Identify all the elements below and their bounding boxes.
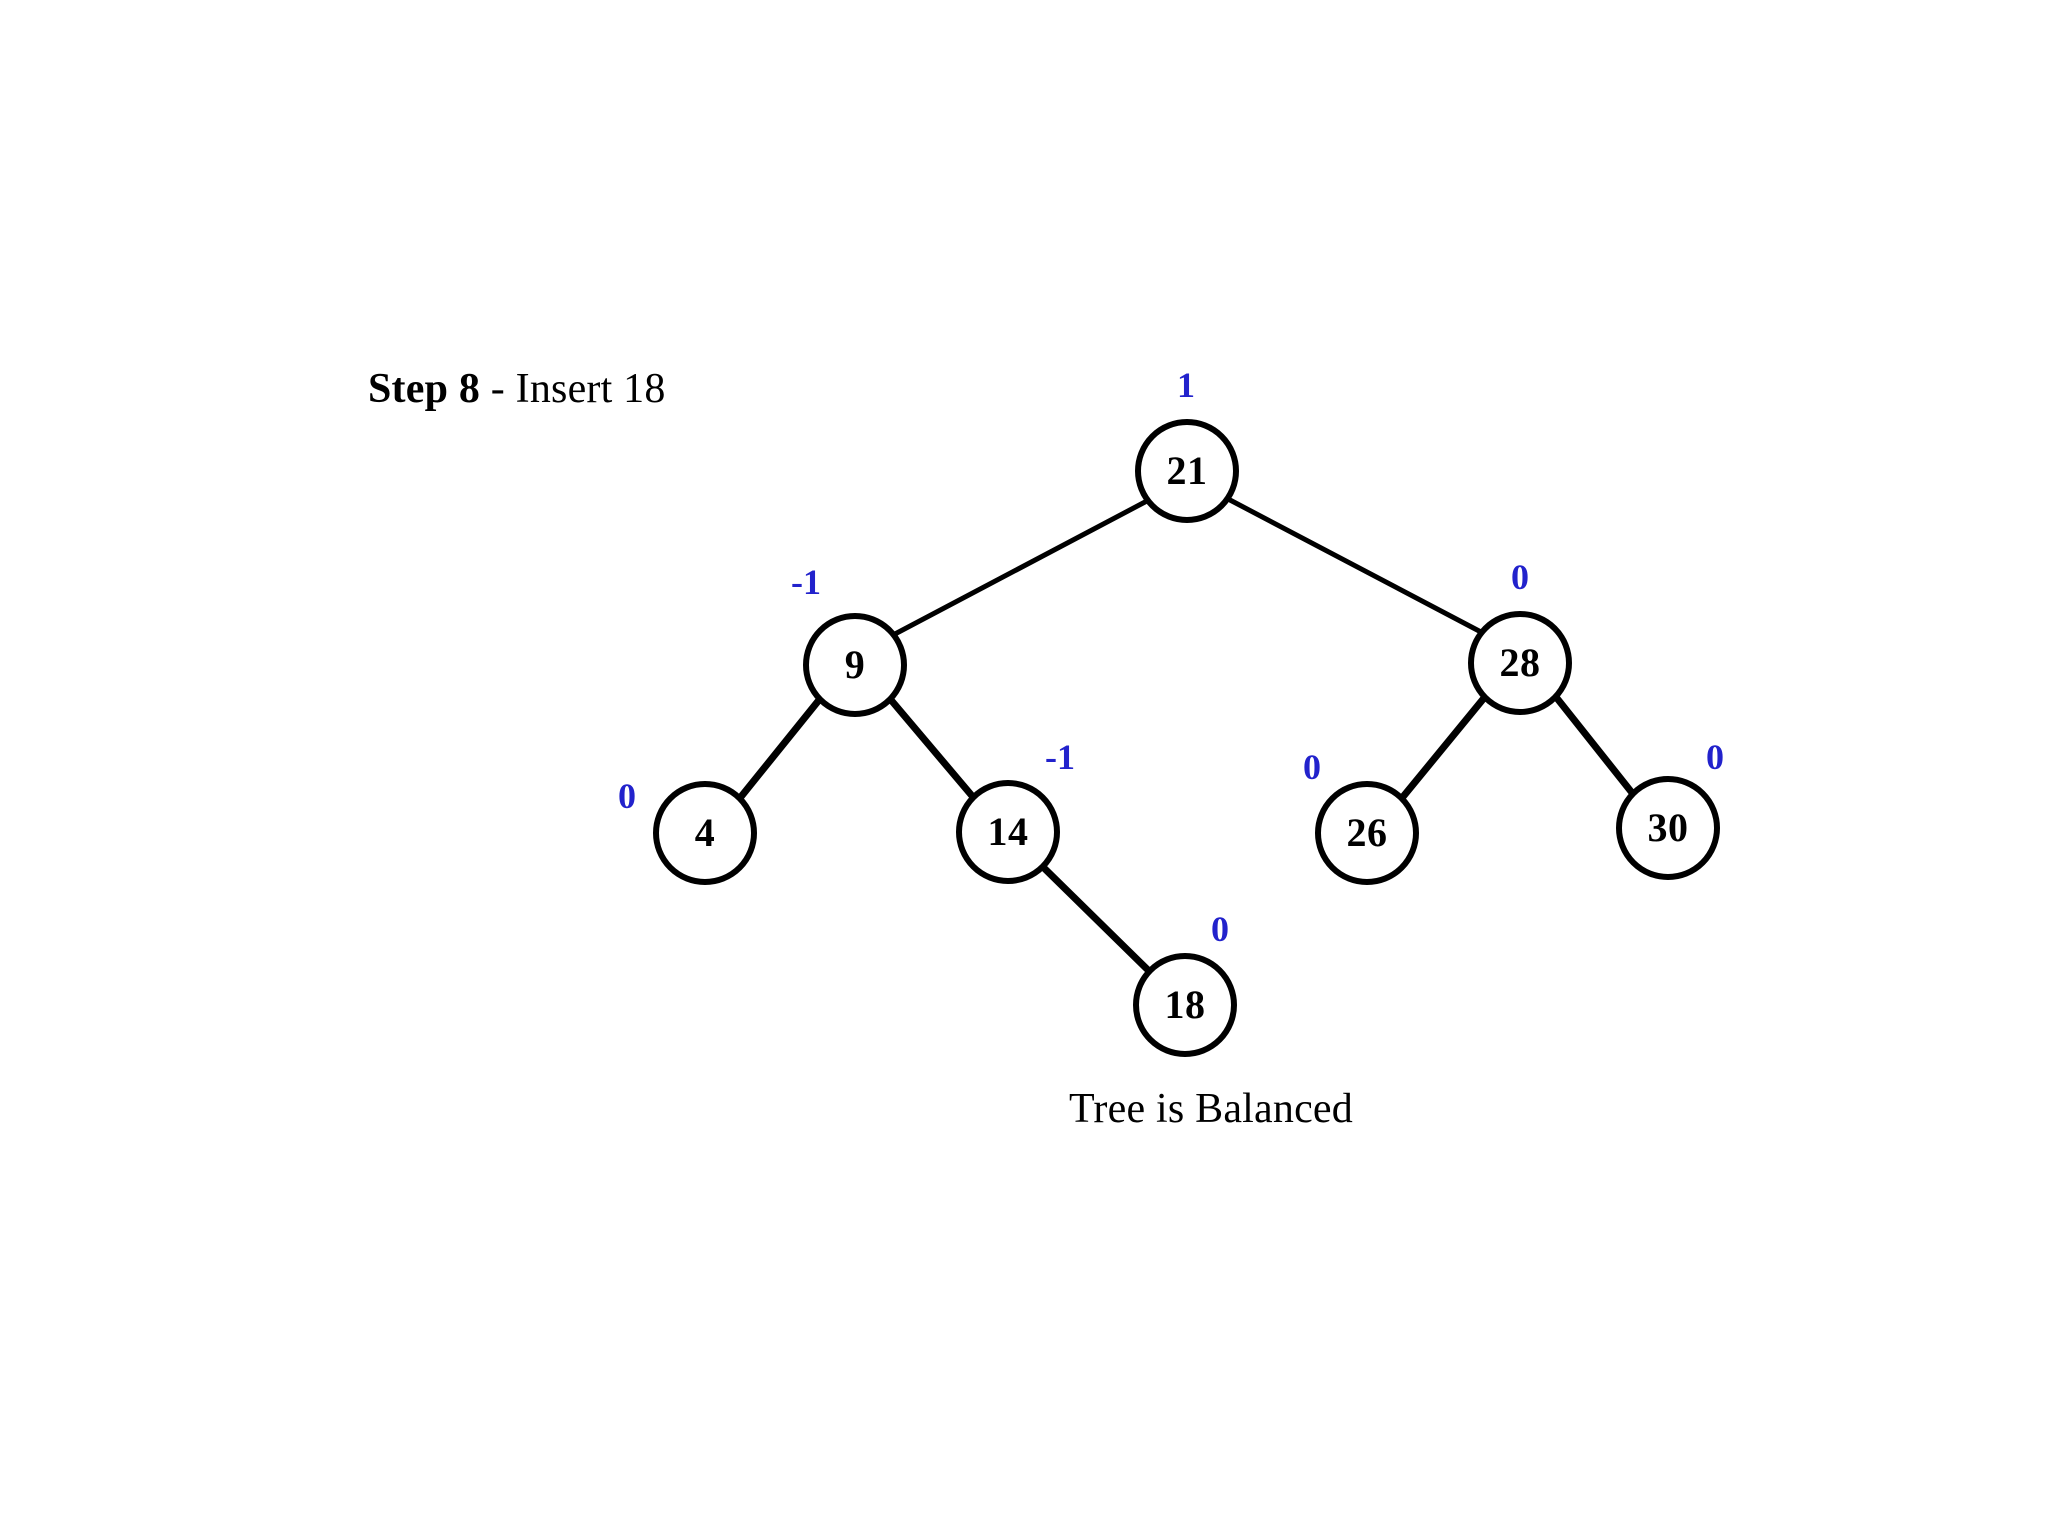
tree-edge: [1040, 864, 1153, 975]
tree-node-30[interactable]: 30: [1616, 776, 1720, 880]
balance-factor-label: 0: [1511, 557, 1529, 597]
tree-node-14[interactable]: 14: [956, 780, 1060, 884]
tree-node-4[interactable]: 4: [653, 781, 757, 885]
tree-status-caption: Tree is Balanced: [1069, 1086, 1353, 1132]
tree-edge: [1227, 497, 1484, 635]
tree-node-value: 14: [987, 809, 1029, 854]
balance-factor-label: -1: [1045, 737, 1075, 777]
tree-node-value: 30: [1647, 805, 1689, 850]
balance-factor-label: 0: [1303, 747, 1321, 787]
balance-factor-label: -1: [791, 562, 821, 602]
tree-node-value: 18: [1164, 982, 1206, 1027]
tree-node-value: 9: [844, 642, 866, 687]
tree-node-28[interactable]: 28: [1468, 611, 1572, 715]
tree-node-value: 21: [1166, 448, 1208, 493]
tree-edges: [736, 497, 1637, 975]
balance-factor-label: 0: [1706, 737, 1724, 777]
balance-factor-label: 0: [618, 776, 636, 816]
tree-node-value: 28: [1499, 640, 1541, 685]
step-label: Step 8: [368, 366, 481, 412]
tree-edge: [887, 696, 977, 801]
tree-node-value: 26: [1346, 810, 1388, 855]
tree-edge: [1552, 693, 1637, 798]
tree-node-26[interactable]: 26: [1315, 781, 1419, 885]
page-title: Step 8 - Insert 18: [368, 365, 666, 413]
tree-edge: [892, 499, 1148, 637]
tree-node-value: 4: [694, 810, 716, 855]
balance-factor-label: 0: [1211, 909, 1229, 949]
tree-node-9[interactable]: 9: [803, 613, 907, 717]
balance-factor-label: 1: [1177, 365, 1195, 405]
tree-edge: [736, 696, 823, 802]
step-action-label: - Insert 18: [480, 366, 666, 412]
tree-node-18[interactable]: 18: [1133, 953, 1237, 1057]
tree-node-21[interactable]: 21: [1135, 419, 1239, 523]
tree-edge: [1398, 694, 1488, 802]
